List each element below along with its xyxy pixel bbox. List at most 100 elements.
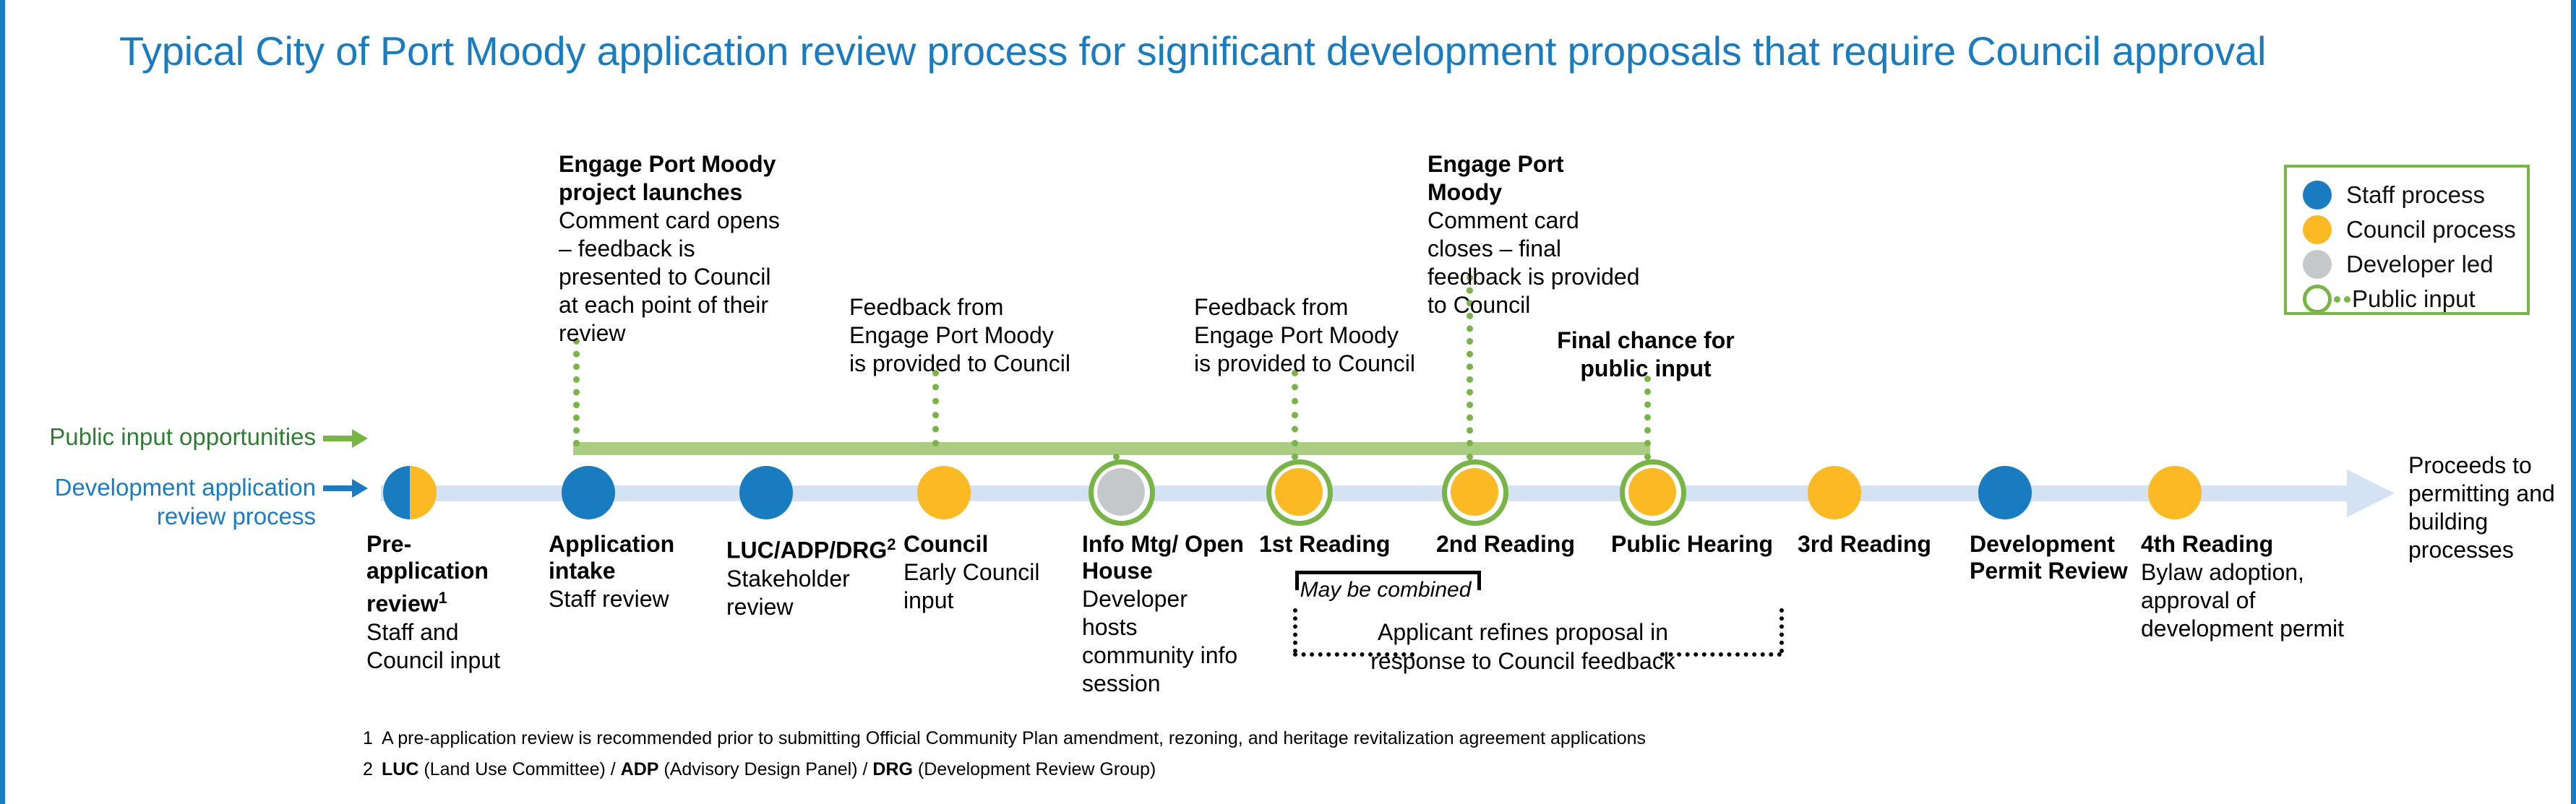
node-application-intake[interactable] — [562, 466, 615, 519]
timeline-rail — [381, 485, 2354, 501]
caption-subtitle: Staff review — [549, 586, 669, 612]
caption-council: Council Early Council input — [903, 531, 1055, 615]
footnote-2-luc: LUC — [382, 759, 419, 779]
node-disc — [2148, 466, 2202, 519]
public-input-connector-fb2 — [1292, 370, 1305, 446]
may-be-combined-bracket-icon — [1295, 571, 1481, 590]
public-input-connector-final — [1644, 376, 1657, 446]
caption-title: Public Hearing — [1611, 531, 1774, 557]
council-process-swatch-icon — [2303, 215, 2332, 244]
legend-item-staff: Staff process — [2303, 178, 2527, 212]
caption-title: 1st Reading — [1259, 531, 1391, 557]
caption-pre-application-review: Pre-application review1 Staff and Counci… — [366, 531, 533, 675]
callout-feedback-1: Feedback from Engage Port Moody is provi… — [849, 293, 1073, 378]
caption-title: LUC/ADP/DRG2 — [726, 535, 896, 563]
footnote-2: 2 LUC (Land Use Committee) / ADP (Advisor… — [363, 758, 1156, 780]
node-luc-adp-drg[interactable] — [739, 466, 793, 519]
development-process-arrow-icon — [323, 479, 368, 498]
footnote-2-luc-expansion: (Land Use Committee) / — [418, 759, 621, 779]
refine-bracket-left-horizontal — [1293, 652, 1414, 657]
public-input-connector-launch — [573, 338, 586, 446]
legend-label-public: Public input — [2352, 285, 2476, 312]
development-axis-line1: Development application — [54, 474, 316, 501]
caption-application-intake: Application intake Staff review — [549, 531, 704, 613]
callout-final-chance: Final chance for public input — [1534, 327, 1758, 383]
legend-box: Staff process Council process Developer … — [2284, 165, 2530, 315]
caption-subtitle: Early Council input — [903, 559, 1040, 613]
node-pre-application-review[interactable] — [383, 466, 437, 519]
footnote-1-text: A pre-application review is recommended … — [382, 728, 1647, 748]
callout-title: Engage Port Moody — [1427, 151, 1564, 205]
caption-title: 3rd Reading — [1798, 531, 1931, 557]
applicant-refines-label: Applicant refines proposal in response t… — [1370, 619, 1675, 674]
node-disc — [917, 466, 971, 519]
legend-label-staff: Staff process — [2346, 181, 2485, 208]
development-axis-label: Development application review process — [5, 473, 316, 531]
public-input-dots-icon — [2332, 285, 2352, 314]
developer-led-swatch-icon — [2303, 250, 2332, 279]
caption-luc-adp-drg: LUC/ADP/DRG2 Stakeholder review — [726, 531, 907, 621]
callout-body: Comment card closes – final feedback is … — [1427, 207, 1640, 318]
infographic-canvas: Typical City of Port Moody application r… — [5, 0, 2571, 804]
page-title: Typical City of Port Moody application r… — [119, 28, 2267, 74]
caption-3rd-reading: 3rd Reading — [1798, 531, 1985, 558]
node-3rd-reading[interactable] — [1808, 466, 1861, 519]
node-info-meeting-open-house[interactable] — [1089, 459, 1155, 526]
caption-4th-reading: 4th Reading Bylaw adoption, approval of … — [2141, 531, 2350, 643]
caption-subtitle: Bylaw adoption, approval of development … — [2141, 559, 2345, 641]
callout-feedback-2: Feedback from Engage Port Moody is provi… — [1194, 293, 1418, 378]
legend-item-developer: Developer led — [2303, 247, 2527, 282]
node-disc — [1451, 468, 1498, 516]
caption-title: 4th Reading — [2141, 531, 2274, 557]
node-development-permit-review[interactable] — [1978, 466, 2032, 519]
outcome-text: Proceeds to permitting and building proc… — [2408, 452, 2555, 563]
footnote-1: 1 A pre-application review is recommended… — [363, 727, 1646, 749]
staff-process-swatch-icon — [2303, 181, 2332, 209]
callout-title: Final chance for public input — [1557, 327, 1735, 381]
footnote-2-adp-expansion: (Advisory Design Panel) / — [658, 759, 873, 779]
caption-title: Pre-application review1 — [366, 531, 489, 617]
node-disc — [1628, 468, 1676, 516]
callout-engage-launches: Engage Port Moody project launches Comme… — [559, 150, 783, 347]
node-2nd-reading[interactable] — [1442, 459, 1508, 526]
node-public-hearing[interactable] — [1620, 459, 1686, 526]
development-axis-line2: review process — [156, 503, 316, 529]
node-disc — [1978, 466, 2032, 519]
public-input-connector-close — [1467, 275, 1480, 446]
timeline-arrow-head-icon — [2347, 470, 2395, 517]
footnote-ref-1: 1 — [438, 589, 447, 607]
node-council[interactable] — [917, 466, 971, 519]
caption-subtitle: Staff and Council input — [366, 618, 500, 673]
public-input-arrow-icon — [323, 429, 368, 448]
node-disc — [562, 466, 615, 519]
node-disc — [739, 466, 793, 519]
legend-item-public: Public input — [2303, 282, 2527, 316]
caption-title: 2nd Reading — [1436, 531, 1576, 557]
caption-development-permit-review: Development Permit Review — [1970, 531, 2150, 584]
caption-1st-reading: 1st Reading — [1259, 531, 1447, 558]
legend-label-developer: Developer led — [2346, 251, 2494, 277]
callout-title: Engage Port Moody project launches — [559, 151, 776, 205]
footnote-2-number: 2 — [363, 759, 373, 779]
refine-bracket-right-horizontal — [1660, 652, 1782, 657]
footnote-2-drg-expansion: (Development Review Group) — [912, 759, 1156, 779]
callout-engage-closes: Engage Port Moody Comment card closes – … — [1427, 150, 1644, 319]
caption-subtitle: Developer hosts community info session — [1082, 586, 1238, 696]
footnote-2-adp: ADP — [620, 759, 659, 779]
node-disc — [1097, 468, 1145, 516]
node-disc — [1808, 466, 1861, 519]
node-1st-reading[interactable] — [1266, 459, 1333, 526]
node-disc — [1275, 468, 1323, 516]
footnote-1-number: 1 — [363, 728, 373, 748]
public-input-connector-fb1 — [932, 370, 945, 446]
footnote-ref-2: 2 — [887, 535, 896, 553]
refine-bracket-left-vertical — [1293, 608, 1297, 653]
node-disc — [383, 466, 437, 519]
public-input-axis-label: Public input opportunities — [49, 423, 316, 450]
legend-label-council: Council process — [2346, 216, 2516, 243]
public-input-ring-icon — [2303, 285, 2332, 314]
refine-bracket-right-vertical — [1779, 608, 1784, 653]
caption-subtitle: Stakeholder review — [726, 565, 850, 620]
caption-title: Info Mtg/ Open House — [1082, 531, 1244, 584]
node-4th-reading[interactable] — [2148, 466, 2202, 519]
